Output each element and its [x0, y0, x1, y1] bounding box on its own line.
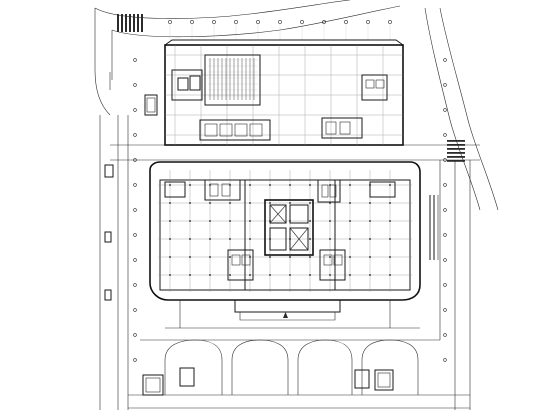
- site-roads: [94, 0, 499, 410]
- main-building: [149, 161, 421, 329]
- right-side-details: [429, 195, 439, 260]
- left-side-details: [104, 72, 158, 301]
- axis-markers: [133, 20, 447, 362]
- zebra-crossing-icon: [117, 14, 143, 32]
- parking-plaza: [140, 339, 440, 396]
- zebra-crossing-icon: [447, 140, 465, 162]
- triangle-marker-icon: [283, 312, 288, 318]
- auditorium-seating: [204, 54, 261, 106]
- north-building: [164, 39, 404, 146]
